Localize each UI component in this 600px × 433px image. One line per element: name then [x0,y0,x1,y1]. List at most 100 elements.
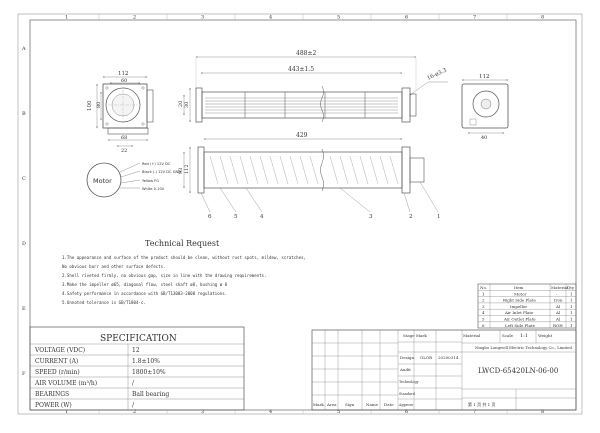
parts-cell: Left Side Plate [505,323,536,328]
title-design-label: Design [400,355,414,360]
spec-label-voltage: VOLTAGE (VDC) [34,347,85,354]
title-name-label: Name [366,402,379,407]
border-number: 2 [133,15,136,21]
spec-label-power: POWER (W) [35,402,72,409]
border-bottom-numbers: 1 2 3 4 5 6 7 8 [65,409,544,415]
dim-front-443: 443±1.5 [288,66,314,73]
title-part-number: LWCD-65420LN-06-00 [478,367,558,375]
title-company: Ningbo Longwell Electric Technology Co.,… [475,345,573,350]
side-view-impeller-circle [105,87,141,123]
dim-front-30: 30 [184,102,190,108]
dim-lower-429: 429 [296,132,308,139]
parts-header-qty: Qty [567,285,575,290]
border-number: 4 [269,409,272,415]
dim-side-80: 80 [96,102,102,108]
parts-cell: Impeller [510,304,527,309]
dim-right-40: 40 [481,135,487,141]
border-number: 2 [133,409,136,415]
title-sign-label: Sign [345,402,355,407]
spec-label-bearings: BEARINGS [35,391,69,398]
title-standard-label: Standard [399,392,416,396]
front-view-motor [409,93,417,117]
motor-label: Motor [93,177,112,185]
title-material-label: Material [463,333,481,338]
balloon-4: 4 [260,214,264,220]
border-letter: C [22,176,26,182]
parts-cell: ROH [553,323,563,328]
border-number: 6 [405,15,408,21]
motor-wire-red: Red (+) 12V DC [142,162,171,166]
title-date: 20200314 [438,355,459,360]
title-designer: GLOR [420,355,433,360]
border-number: 5 [337,15,340,21]
parts-header-item: Item [514,285,524,290]
parts-cell: Air Inlet Plate [504,310,534,315]
parts-cell: Al [555,310,561,315]
technical-request-item: 4.Safety performance in accordance with … [62,291,227,296]
parts-cell: Iron [554,298,563,303]
border-number: 1 [65,15,68,21]
spec-value-air-volume: / [132,380,135,387]
border-number: 7 [473,15,476,21]
parts-cell: 2 [482,298,485,303]
title-technology-label: Technology [399,380,419,384]
parts-cell: Right Side Plate [503,298,536,303]
border-number: 4 [269,15,272,21]
front-view-end-plate-left [195,87,203,123]
motor-wire-black: Black (-) 12V DC GND [142,170,181,174]
motor-wiring: Motor Red (+) 12V DC Black (-) 12V DC GN… [86,162,181,198]
sheet-outer-frame [17,13,583,415]
title-mark-label: Mark [313,402,324,407]
balloon-2: 2 [409,214,413,220]
border-number: 8 [541,15,544,21]
dim-side-60: 60 [121,78,127,84]
parts-list: No. Item Material Qty 1 Motor - 1 2 Righ… [477,283,577,329]
lower-view-end-plate-right [401,146,411,194]
front-view-housing [201,91,403,119]
parts-cell: 1 [570,304,573,309]
parts-cell: Al [555,304,561,309]
technical-request-item: No obvious burr and other surface defect… [62,264,166,269]
title-date-label: Date [384,402,394,407]
front-view-impeller-blades [205,97,398,114]
parts-cell: Al [555,317,561,322]
balloon-1: 1 [437,214,441,220]
border-number: 8 [541,409,544,415]
lower-view-impeller-blades [209,155,399,185]
lower-view-end-plate-left [197,146,205,194]
border-letter: D [22,241,26,247]
dim-side-100: 100 [87,100,93,111]
border-number: 6 [405,409,408,415]
spec-value-bearings: Ball bearing [132,391,169,398]
dim-side-22: 22 [121,148,127,154]
border-number: 1 [65,409,68,415]
dim-front-holes: 16-ø3.3 [426,67,448,81]
front-view: 488±2 443±1.5 30 20 16-ø3.3 [178,50,448,123]
balloon-6: 6 [208,214,212,220]
parts-cell: 3 [482,304,485,309]
specification-title: SPECIFICATION [100,334,177,344]
title-block: Stage Mark Material Weight Scale 1:1 Des… [311,329,577,411]
border-letter: E [22,306,26,312]
spec-label-current: CURRENT (A) [35,358,78,365]
title-audit-label: Audit [399,367,411,372]
title-area-label: Area [326,402,337,407]
border-number: 3 [201,15,204,21]
parts-cell: 5 [482,317,485,322]
technical-request-item: 3.Make the impeller ø65, diagonal flow, … [62,282,228,287]
title-stage-mark: Stage Mark [403,333,427,338]
spec-label-speed: SPEED (r/min) [35,369,80,376]
dim-lower-93: 93 [178,168,184,174]
spec-value-speed: 1800±10% [132,369,166,376]
parts-cell: 1 [482,291,485,296]
parts-cell: 1 [570,310,573,315]
lower-view: 429 112 93 6 5 4 3 2 1 [178,132,441,220]
motor-wire-white: White 0-10V [142,187,165,191]
border-letter: B [22,111,26,117]
balloon-5: 5 [234,214,238,220]
spec-value-power: / [132,402,135,409]
specification-table: SPECIFICATION VOLTAGE (VDC) 12 CURRENT (… [29,326,245,411]
parts-cell: 1 [570,323,573,328]
dim-side-68: 68 [121,135,127,141]
